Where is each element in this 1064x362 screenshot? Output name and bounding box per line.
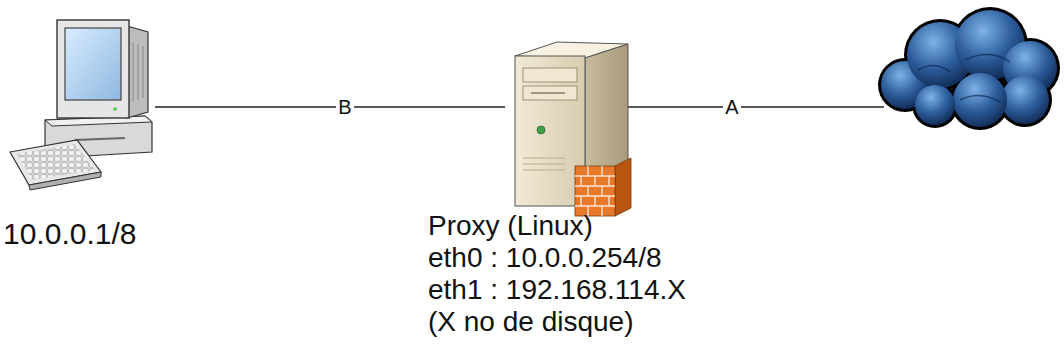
cloud-fill <box>881 10 1057 127</box>
node-label: Proxy (Linux) <box>428 210 593 242</box>
cloud-shading <box>918 54 1010 102</box>
node-label: 10.0.0.1/8 <box>3 217 136 251</box>
link-label: A <box>723 96 740 118</box>
server-icon <box>505 38 635 218</box>
node-label: eth1 : 192.168.114.X <box>428 274 686 306</box>
proxy-node: Proxy (Linux)eth0 : 10.0.0.254/8eth1 : 1… <box>505 38 635 218</box>
cloud-outline <box>878 7 1060 130</box>
computer-node: 10.0.0.1/8 <box>5 12 155 192</box>
link-line <box>628 106 884 107</box>
computer-icon <box>5 12 155 192</box>
node-label: (X no de disque) <box>428 306 633 338</box>
node-label: eth0 : 10.0.0.254/8 <box>428 242 662 274</box>
link-label: B <box>336 96 353 118</box>
network-link <box>155 107 505 108</box>
